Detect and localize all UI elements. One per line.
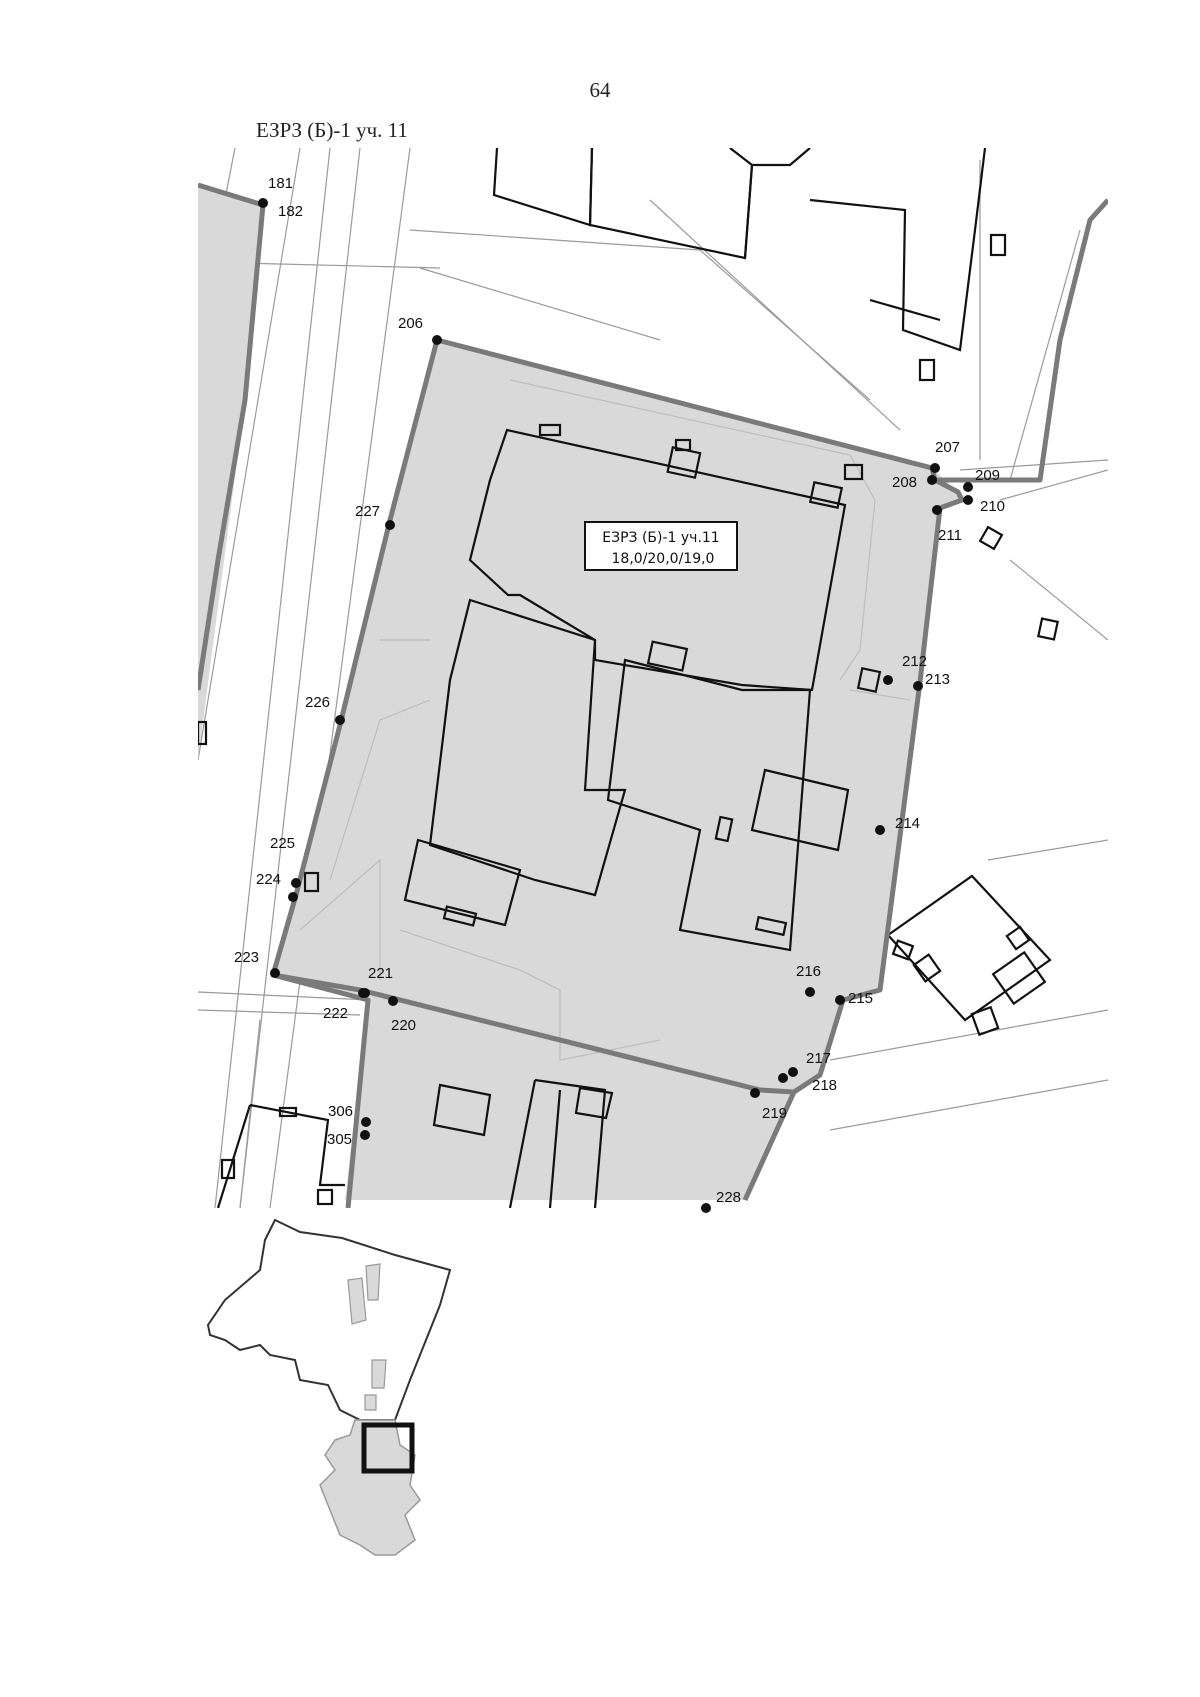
point-207: [930, 463, 940, 473]
label-225: 225: [270, 835, 295, 852]
label-212: 212: [902, 653, 927, 670]
point-208: [927, 475, 937, 485]
label-221: 221: [368, 965, 393, 982]
point-306: [361, 1117, 371, 1127]
point-223: [270, 968, 280, 978]
label-181: 181: [268, 175, 293, 192]
label-213: 213: [925, 671, 950, 688]
label-223: 223: [234, 949, 259, 966]
label-228: 228: [716, 1189, 741, 1206]
point-226: [335, 715, 345, 725]
inset-location-marker: [361, 1422, 415, 1474]
point-220: [388, 996, 398, 1006]
point-216: [805, 987, 815, 997]
inner-paths: [299, 379, 911, 1061]
street-lines: [198, 148, 1108, 1208]
buildings: [198, 148, 1060, 1208]
label-216: 216: [796, 963, 821, 980]
point-219: [750, 1088, 760, 1098]
label-210: 210: [980, 498, 1005, 515]
label-222: 222: [323, 1005, 348, 1022]
point-209: [963, 482, 973, 492]
overview-inset: [206, 1218, 452, 1556]
label-227: 227: [355, 503, 380, 520]
point-213: [913, 681, 923, 691]
label-220: 220: [391, 1017, 416, 1034]
label-305: 305: [327, 1131, 352, 1148]
label-209: 209: [975, 467, 1000, 484]
label-214: 214: [895, 815, 920, 832]
label-306: 306: [328, 1103, 353, 1120]
label-224: 224: [256, 871, 281, 888]
point-222: [358, 988, 368, 998]
point-224: [288, 892, 298, 902]
boundary-points: [258, 198, 973, 1213]
zone-label-line2: 18,0/20,0/19,0: [612, 551, 715, 567]
label-182: 182: [278, 203, 303, 220]
label-217: 217: [806, 1050, 831, 1067]
point-227: [385, 520, 395, 530]
main-map-frame: [198, 148, 1108, 1208]
point-218: [778, 1073, 788, 1083]
point-212: [883, 675, 893, 685]
point-214: [875, 825, 885, 835]
label-218: 218: [812, 1077, 837, 1094]
point-215: [835, 995, 845, 1005]
point-217: [788, 1067, 798, 1077]
label-206: 206: [398, 315, 423, 332]
page-number: 64: [589, 78, 611, 102]
point-228: [701, 1203, 711, 1213]
point-181: [258, 198, 268, 208]
point-206: [432, 335, 442, 345]
label-219: 219: [762, 1105, 787, 1122]
zone-fill: [273, 340, 962, 1200]
label-226: 226: [305, 694, 330, 711]
label-208: 208: [892, 474, 917, 491]
point-labels: 181 182 206 207 208 209 210 211 212 213 …: [234, 175, 1005, 1206]
label-215: 215: [848, 990, 873, 1007]
point-225: [291, 878, 301, 888]
zone-label-box: ЕЗРЗ (Б)-1 уч.11 18,0/20,0/19,0: [584, 521, 738, 571]
map-title: ЕЗРЗ (Б)-1 уч. 11: [256, 118, 408, 142]
label-207: 207: [935, 439, 960, 456]
point-305: [360, 1130, 370, 1140]
label-211: 211: [938, 527, 962, 544]
point-210: [963, 495, 973, 505]
point-211: [932, 505, 942, 515]
zone-label-line1: ЕЗРЗ (Б)-1 уч.11: [602, 530, 719, 546]
